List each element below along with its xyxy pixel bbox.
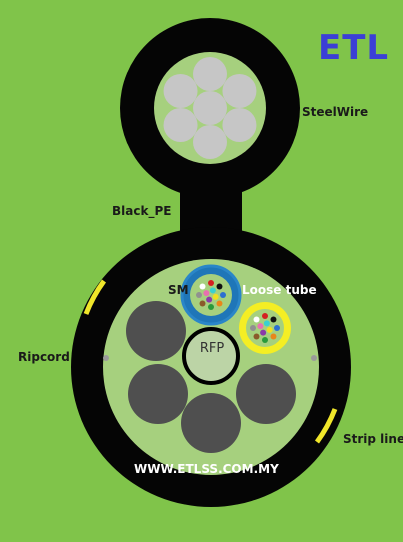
optical-fiber (253, 316, 260, 323)
optical-fiber (196, 292, 202, 298)
ripcord-right (311, 355, 317, 361)
optical-fiber (253, 333, 260, 340)
strip-line-left (83, 279, 107, 315)
filler-rod (181, 393, 241, 453)
optical-fiber (270, 316, 277, 323)
optical-fiber (260, 329, 267, 336)
sm-label: SM (168, 283, 189, 297)
optical-fiber (216, 283, 223, 290)
ripcord-label: Ripcord (18, 350, 70, 364)
black-pe-label: Black_PE (112, 204, 172, 218)
steel-wire (193, 91, 227, 125)
website-text: WWW.ETLSS.COM.MY (134, 462, 279, 476)
optical-fiber (212, 293, 219, 300)
optical-fiber (257, 323, 264, 330)
optical-fiber (263, 320, 270, 327)
steel-wire (193, 57, 227, 91)
steel-wire (222, 108, 257, 142)
ripcord-left (103, 355, 109, 361)
optical-fiber (250, 325, 256, 331)
optical-fiber (274, 325, 280, 331)
optical-fiber (266, 326, 273, 333)
optical-fiber (208, 280, 214, 286)
fiber-bundle (250, 313, 280, 343)
steel-wire (222, 74, 257, 108)
strip-line-label: Strip line (343, 432, 403, 446)
filler-rod (236, 364, 296, 424)
rfp-center (182, 327, 240, 385)
filler-rod (126, 301, 186, 361)
etl-logo: ETL (318, 28, 390, 68)
filler-rod (128, 364, 188, 424)
optical-fiber (203, 290, 210, 297)
fiber-bundle (196, 280, 226, 310)
rfp-label: RFP (199, 341, 225, 356)
optical-fiber (199, 283, 206, 290)
optical-fiber (209, 287, 216, 294)
steelwire-label: SteelWire (302, 105, 369, 119)
optical-fiber (199, 300, 206, 307)
steel-wire (193, 125, 227, 159)
optical-fiber (262, 337, 268, 343)
steel-wire-bundle (163, 57, 257, 159)
optical-fiber (270, 333, 277, 340)
optical-fiber (216, 300, 223, 307)
optical-fiber (208, 304, 214, 310)
steel-wire (163, 74, 198, 108)
strip-line-right (314, 408, 338, 444)
optical-fiber (262, 313, 268, 319)
optical-fiber (206, 296, 213, 303)
steel-wire (163, 108, 198, 142)
optical-fiber (220, 292, 226, 298)
loose-tube-label: Loose tube (242, 283, 317, 297)
